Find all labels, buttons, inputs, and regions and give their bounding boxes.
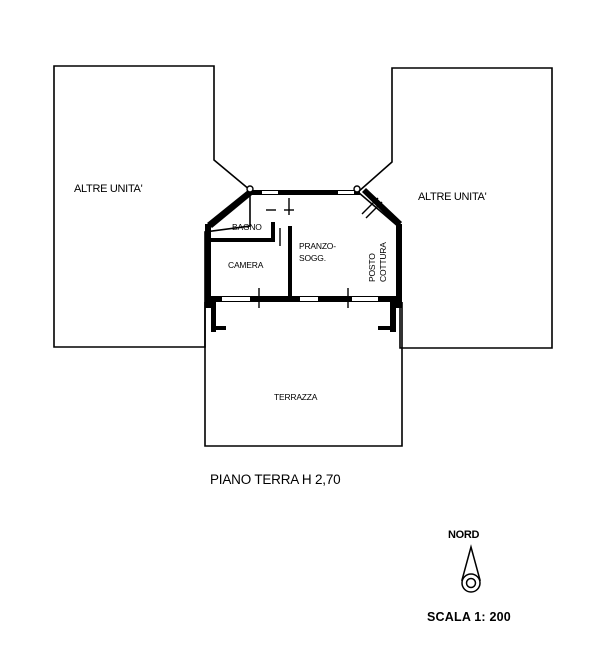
north-label: NORD xyxy=(448,529,480,541)
north-arrow-icon xyxy=(461,544,481,593)
room-label-pranzo-1: PRANZO- xyxy=(299,241,336,251)
scale-label: SCALA 1: 200 xyxy=(427,610,511,624)
left-neighbor-unit xyxy=(53,65,251,348)
room-label-pranzo-2: SOGG. xyxy=(299,253,326,263)
room-label-terrazza: TERRAZZA xyxy=(274,392,318,402)
internal-partitions xyxy=(205,198,402,332)
left-unit-label: ALTRE UNITA' xyxy=(74,183,143,195)
room-label-posto-1: POSTO xyxy=(367,253,377,282)
floor-title: PIANO TERRA H 2,70 xyxy=(210,472,340,487)
right-unit-label: ALTRE UNITA' xyxy=(418,191,487,203)
apartment-walls xyxy=(205,185,402,308)
terrace-outline xyxy=(204,302,403,447)
room-label-camera: CAMERA xyxy=(228,260,264,270)
room-label-posto-2: COTTURA xyxy=(378,242,388,282)
room-label-bagno: BAGNO xyxy=(232,222,262,232)
